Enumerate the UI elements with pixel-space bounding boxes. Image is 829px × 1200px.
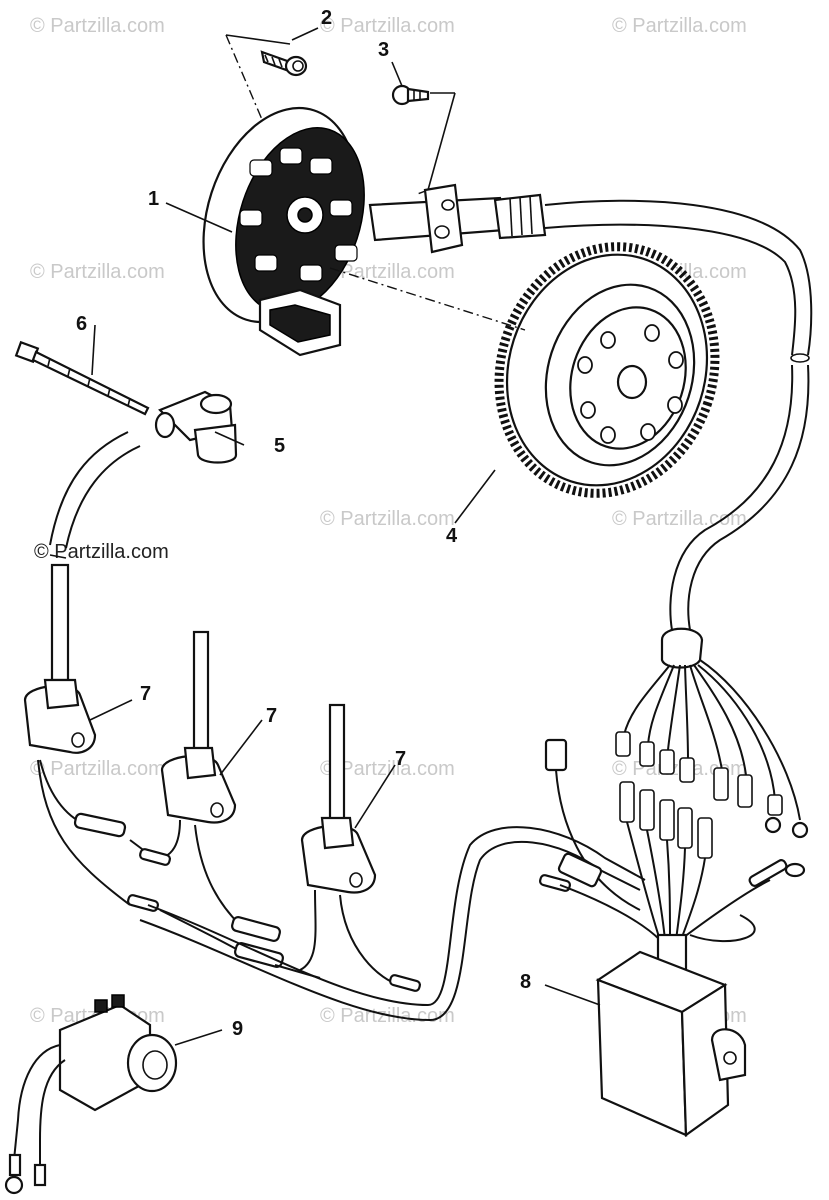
watermark: © Partzilla.com: [30, 261, 165, 283]
watermark: © Partzilla.com: [30, 758, 165, 780]
callout-5: 5: [274, 435, 285, 457]
callout-8: 8: [520, 971, 531, 993]
cdi-module: [595, 933, 747, 1138]
ignition-coil-1: [23, 678, 97, 754]
high-tension-lead: [49, 431, 141, 682]
callout-7b: 7: [266, 705, 277, 727]
ignition-coil-2: [160, 630, 237, 824]
screw-2: [260, 50, 308, 77]
callout-4: 4: [446, 525, 458, 547]
main-harness-loom: [139, 826, 646, 1022]
stator-assembly: [202, 106, 547, 357]
watermark-dark: © Partzilla.com: [34, 541, 169, 563]
watermark: © Partzilla.com: [612, 508, 747, 530]
callout-7a: 7: [140, 683, 151, 705]
cdi-harness-connectors: [539, 781, 806, 943]
callout-9: 9: [232, 1018, 243, 1040]
watermark: © Partzilla.com: [320, 261, 455, 283]
watermark: © Partzilla.com: [30, 15, 165, 37]
callout-1: 1: [148, 188, 159, 210]
ignition-coil-3: [300, 703, 377, 894]
callout-leaders: [89, 202, 601, 1046]
spark-plug-cap: [154, 390, 238, 464]
watermark: © Partzilla.com: [320, 508, 455, 530]
cable-tie: [14, 340, 150, 416]
starter-solenoid: [4, 994, 178, 1195]
coil-wiring: [37, 759, 421, 992]
callout-labels: 1 2 3 4 5 6 7 7 7 8 9: [76, 7, 531, 1040]
callout-6: 6: [76, 313, 87, 335]
stator-harness-connectors: [544, 627, 809, 911]
watermarks: © Partzilla.com © Partzilla.com © Partzi…: [30, 15, 747, 1027]
watermark: © Partzilla.com: [612, 15, 747, 37]
callout-2: 2: [321, 7, 332, 29]
watermark: © Partzilla.com: [320, 758, 455, 780]
watermark: © Partzilla.com: [320, 15, 455, 37]
stator-wire-sheath: [544, 199, 813, 631]
screw-3: [391, 84, 430, 106]
callout-3: 3: [378, 39, 389, 61]
callout-7c: 7: [395, 748, 406, 770]
flywheel-axis-line: [329, 267, 526, 331]
flywheel: [494, 242, 720, 498]
